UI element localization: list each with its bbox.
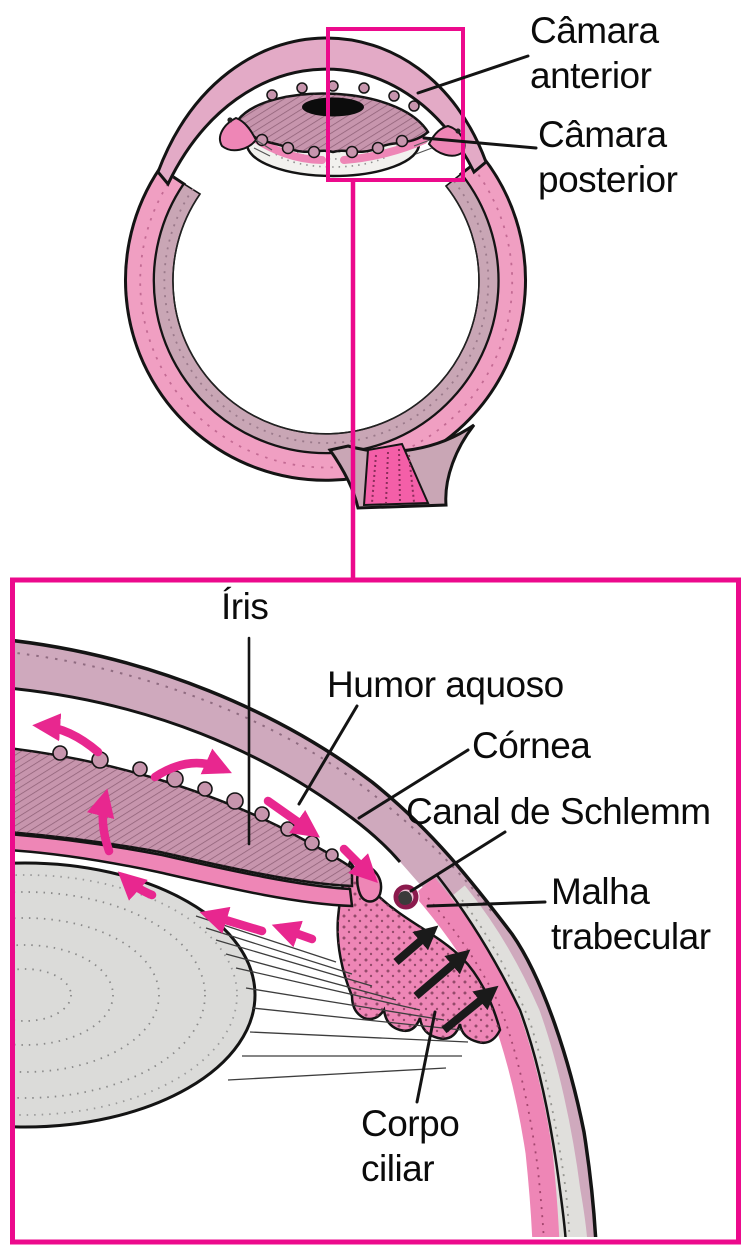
- label-malha-trabecular: Malha trabecular: [551, 871, 711, 958]
- leader-camara-posterior: [422, 136, 538, 150]
- overview-coat-texture: [139, 165, 514, 469]
- overview-iris: [236, 80, 430, 159]
- trabecular-outflow-arrows: [393, 925, 499, 1034]
- highlight-rectangle: [326, 27, 465, 182]
- overview-cornea: [156, 36, 488, 187]
- label-iris: Íris: [221, 586, 269, 627]
- label-canal-schlemm: Canal de Schlemm: [406, 791, 711, 832]
- label-camara-anterior: Câmara anterior: [530, 10, 659, 97]
- leader-corpo-ciliar: [415, 1010, 437, 1104]
- leader-canal-schlemm: [409, 830, 507, 893]
- iris-pigment-layer: [15, 833, 354, 908]
- optic-nerve: [327, 423, 476, 510]
- leader-humor-aquoso: [297, 704, 359, 806]
- overview-inner-edge: [172, 185, 480, 435]
- aqueous-flow-arrows: [32, 713, 378, 948]
- overview-eye: [124, 27, 538, 581]
- label-humor-aquoso: Humor aquoso: [327, 664, 564, 705]
- band-mid-edge: [435, 873, 567, 1237]
- detail-panel-border: [10, 577, 741, 1245]
- detail-iris: [15, 745, 354, 888]
- overview-zonules: [253, 139, 433, 157]
- leader-cornea: [357, 748, 470, 820]
- detail-lens: [15, 861, 257, 1129]
- overview-retina-texture: [163, 179, 490, 444]
- label-cornea: Córnea: [472, 725, 591, 766]
- band-outer-edge: [15, 639, 598, 1237]
- ciliary-band: [413, 877, 560, 1237]
- label-camara-posterior: Câmara posterior: [538, 114, 678, 201]
- optic-nerve-core: [362, 442, 430, 507]
- overview-pupil: [302, 97, 364, 117]
- detail-view: [15, 636, 598, 1237]
- leader-camara-anterior: [416, 54, 530, 95]
- overview-schlemm-dots: [227, 117, 461, 134]
- sclera-band: [439, 885, 587, 1237]
- label-corpo-ciliar: Corpo ciliar: [361, 1103, 460, 1190]
- cornea-inner-edge: [15, 687, 402, 863]
- leader-malha-trabecular: [426, 900, 547, 908]
- cornea-texture: [15, 651, 493, 913]
